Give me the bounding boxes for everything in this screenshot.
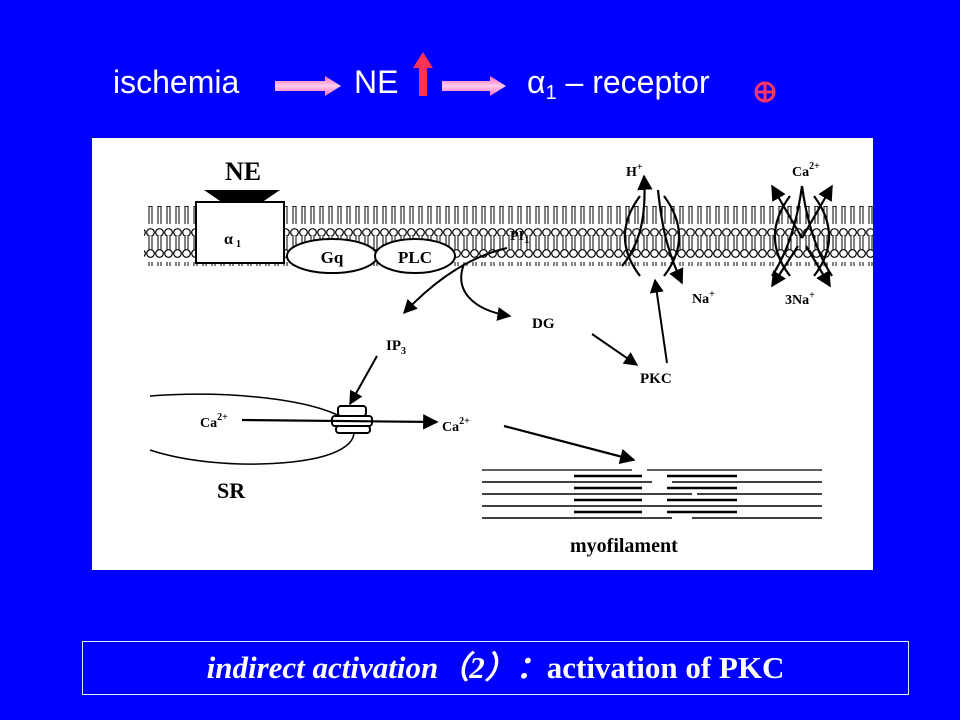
arrow-ca-release — [241, 414, 439, 430]
caption-box: indirect activation（2）：activation of PKC — [82, 641, 909, 695]
right-arrow-icon — [442, 76, 506, 96]
h-ion-label: H — [626, 165, 637, 180]
svg-text:Na+: Na+ — [692, 289, 715, 307]
arrow-dg-to-pkc — [591, 333, 639, 366]
ip3-subscript: 3 — [401, 346, 406, 357]
arrow-to-dg — [460, 263, 512, 321]
myofilament-label: myofilament — [570, 535, 678, 557]
title-ischemia: ischemia — [113, 64, 240, 100]
svg-text:Ca2+: Ca2+ — [442, 416, 470, 435]
pi-subscript: 1 — [524, 234, 530, 246]
myofilament — [482, 469, 822, 519]
ca-sr-label: Ca — [200, 416, 217, 431]
na-ca-exchanger — [771, 184, 833, 288]
ip3-label: IP — [386, 338, 401, 354]
title-ne: NE — [354, 64, 399, 100]
receptor-alpha-subscript: 1 — [236, 239, 241, 250]
arrow-ip3-to-sr — [349, 355, 378, 406]
sr-channel — [331, 405, 373, 434]
circle-plus-icon — [754, 81, 776, 103]
sr-label: SR — [217, 478, 246, 503]
svg-text:3Na+: 3Na+ — [785, 290, 815, 308]
svg-text:Ca2+: Ca2+ — [200, 412, 228, 431]
ca-cyto-label: Ca — [442, 420, 459, 435]
sr-compartment — [149, 393, 355, 465]
ca-cyto-charge: 2+ — [459, 416, 470, 427]
arrow-ca-to-myofilament — [503, 424, 636, 464]
plc-label: PLC — [398, 248, 432, 267]
title-row: ischemia NE α1 – receptor — [0, 0, 960, 130]
title-alpha-subscript: 1 — [545, 82, 557, 104]
three-na-label: 3Na — [785, 293, 809, 308]
svg-text:Ca2+: Ca2+ — [792, 161, 820, 180]
title-receptor-text: – receptor — [565, 64, 710, 100]
na-h-exchanger — [621, 174, 684, 285]
na-ion-label: Na — [692, 292, 709, 307]
receptor-alpha-label: α — [224, 231, 233, 248]
dg-label: DG — [532, 316, 555, 332]
title-graphics — [275, 52, 776, 103]
three-na-charge: + — [809, 290, 815, 301]
pi-label: PI — [510, 229, 524, 244]
up-arrow-icon — [413, 52, 433, 96]
svg-text:H+: H+ — [626, 162, 643, 180]
gq-label: Gq — [321, 248, 344, 267]
svg-text:IP3: IP3 — [386, 338, 406, 357]
svg-text:α1: α1 — [224, 231, 241, 250]
ca-sr-charge: 2+ — [217, 412, 228, 423]
ne-label: NE — [225, 157, 261, 186]
arrow-pkc-to-exchanger — [649, 278, 668, 364]
caption-italic: indirect activation（2）： — [206, 650, 547, 685]
arrow-to-ip3 — [403, 247, 508, 315]
na-ion-charge: + — [709, 289, 715, 300]
title-alpha-symbol: α — [527, 64, 546, 100]
ca-top-charge: 2+ — [809, 161, 820, 172]
right-arrow-icon — [275, 76, 341, 96]
title-alpha-receptor: α1 – receptor — [527, 62, 710, 104]
pkc-label: PKC — [640, 371, 672, 387]
caption-bold: activation of PKC — [546, 650, 785, 685]
gq-protein: Gq — [286, 238, 378, 274]
svg-text:PI1: PI1 — [510, 229, 530, 246]
h-ion-charge: + — [637, 162, 643, 173]
ca-top-label: Ca — [792, 165, 809, 180]
plc-enzyme: PLC — [374, 238, 456, 274]
